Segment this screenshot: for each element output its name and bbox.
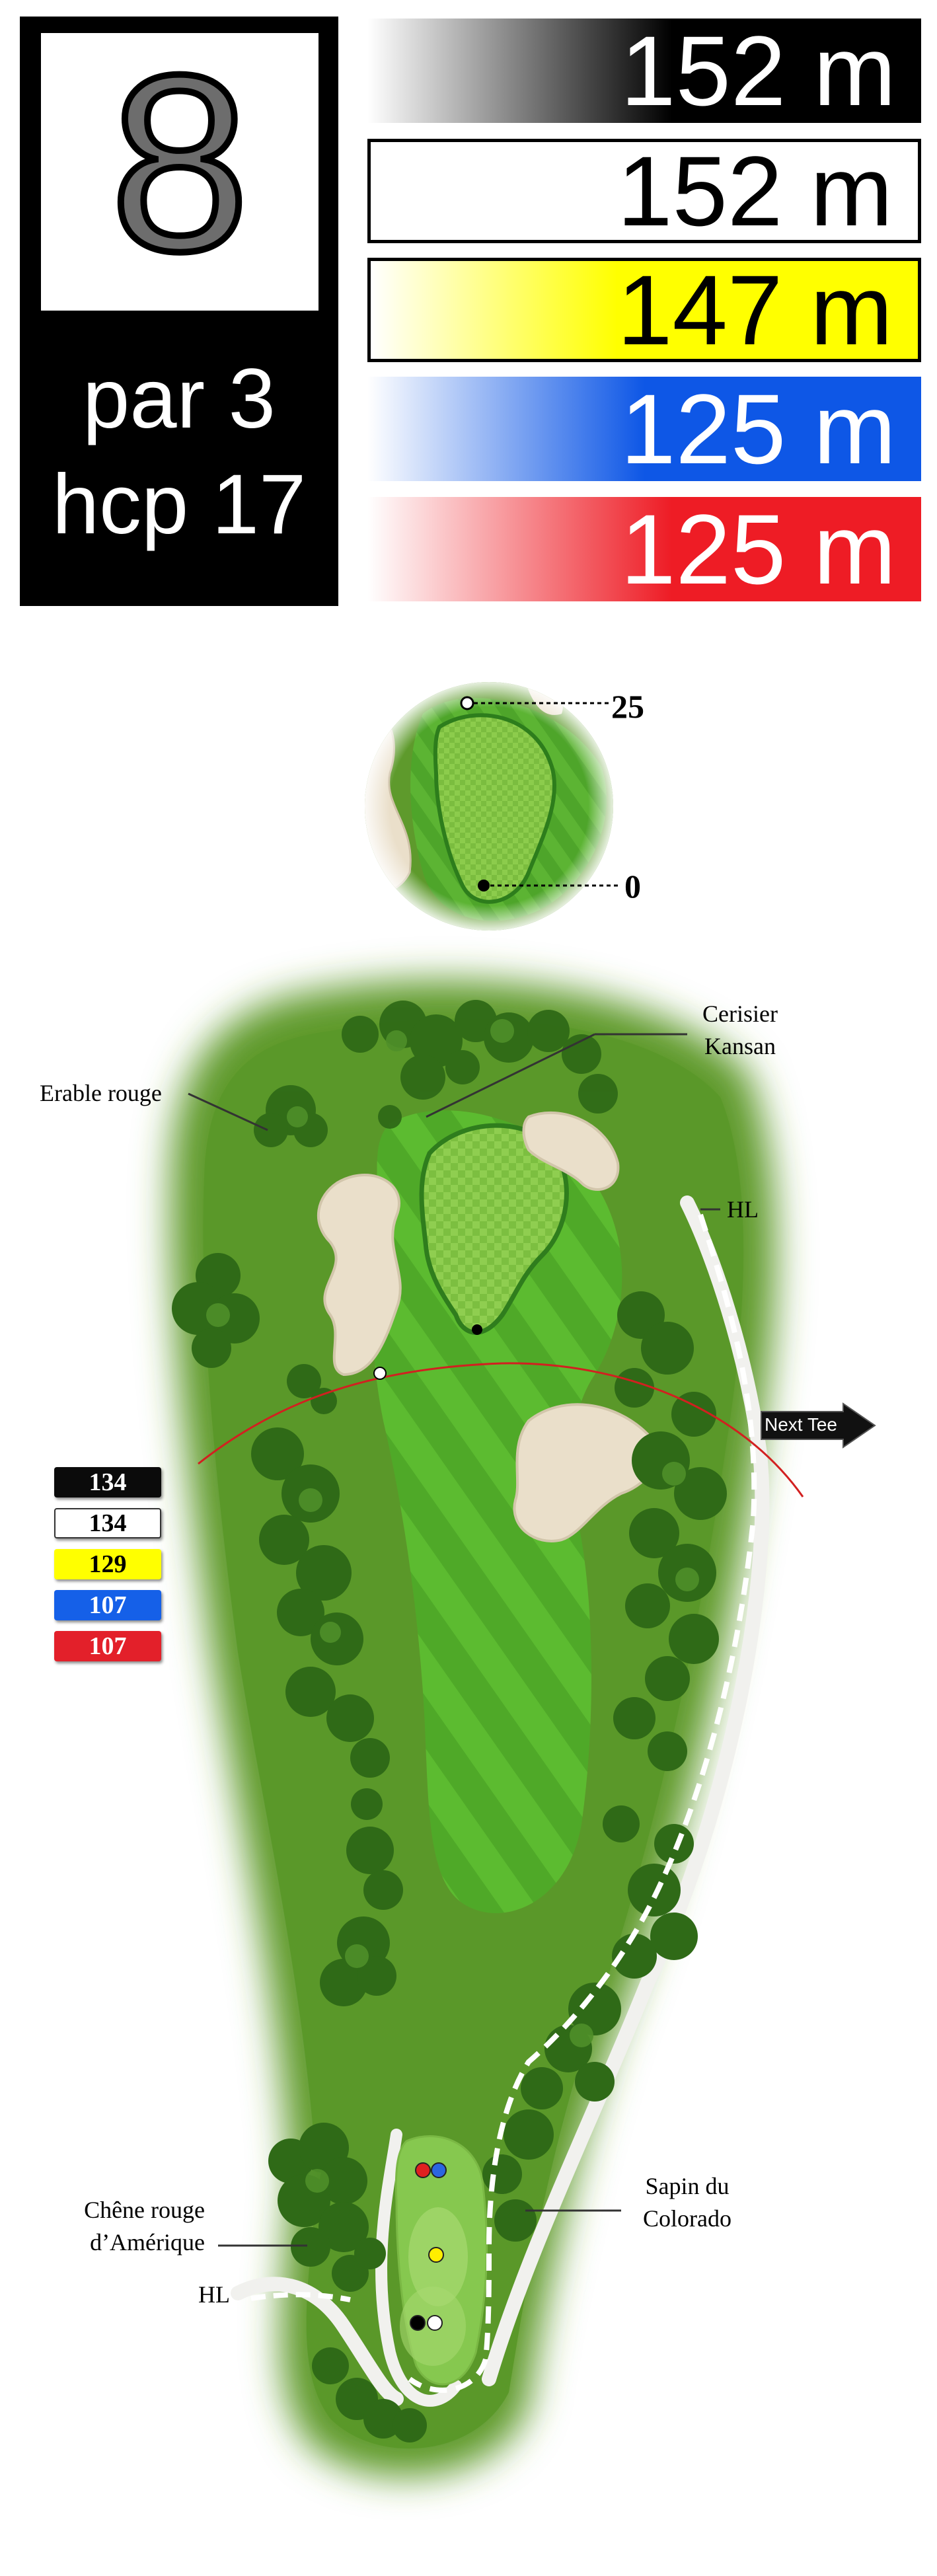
fairway <box>372 1110 622 1913</box>
label-cerisier-line2: Kansan <box>704 1032 776 1059</box>
tee-distance-white: 152 m <box>367 139 921 243</box>
label-sapin-line1: Sapin du <box>645 2173 730 2199</box>
green-depth-front: 0 <box>624 868 641 905</box>
tee-distance-yellow: 147 m <box>367 258 921 362</box>
tee-marker-yellow <box>428 2247 444 2263</box>
tee-marker-red <box>415 2162 431 2178</box>
label-sapin-line2: Colorado <box>643 2205 731 2232</box>
label-cerisier-line1: Cerisier <box>702 1001 778 1027</box>
out-of-bounds-line <box>408 1213 757 2393</box>
label-hl-right: HL <box>727 1196 759 1223</box>
carry-distance-red: 107 <box>54 1631 161 1661</box>
hole-number: 8 <box>41 33 319 311</box>
carry-distance-yellow: 129 <box>54 1549 161 1579</box>
carry-distance-blue: 107 <box>54 1590 161 1620</box>
next-tee-label[interactable]: Next Tee <box>765 1414 837 1435</box>
label-cerisier: Cerisier Kansan <box>681 998 800 1062</box>
carry-distance-white: 134 <box>54 1508 161 1538</box>
tee-marker-blue <box>431 2162 447 2178</box>
bunker-left <box>317 1174 402 1377</box>
label-chene-line1: Chêne rouge <box>84 2197 205 2223</box>
bunker-right <box>513 1403 656 1542</box>
label-hl-left: HL <box>198 2281 230 2308</box>
label-chene: Chêne rouge d’Amérique <box>46 2194 205 2258</box>
hole-number-text: 8 <box>110 33 249 303</box>
carry-distance-black: 134 <box>54 1467 161 1497</box>
tee-marker-black <box>410 2315 426 2331</box>
tee-distance-blue: 125 m <box>367 377 921 481</box>
tee-distance-black: 152 m <box>367 19 921 123</box>
handicap-label: hcp 17 <box>52 457 307 552</box>
label-chene-line2: d’Amérique <box>90 2228 205 2255</box>
green-detail-map <box>365 682 620 930</box>
par-label: par 3 <box>83 352 276 446</box>
carry-arc <box>198 1362 804 1497</box>
bunker-back-right <box>522 1111 620 1191</box>
tee-marker-white <box>427 2315 443 2331</box>
tee-distance-red: 125 m <box>367 497 921 601</box>
hole-number-box <box>41 33 319 311</box>
label-erable: Erable rouge <box>40 1080 162 1106</box>
green-depth-back: 25 <box>611 688 644 725</box>
pin-position <box>472 1324 482 1335</box>
label-sapin: Sapin du Colorado <box>621 2170 753 2234</box>
carry-point <box>373 1367 387 1380</box>
next-tee-arrow-icon[interactable] <box>759 1402 878 1449</box>
